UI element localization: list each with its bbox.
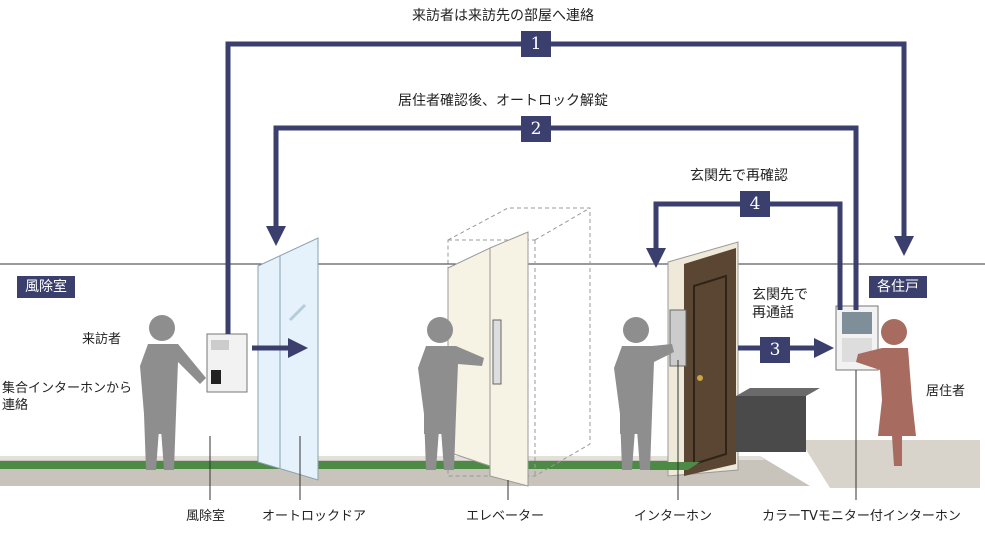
visitor-label: 来訪者 bbox=[82, 332, 122, 347]
elevator-button-panel bbox=[492, 319, 502, 385]
step-3-badge: 3 bbox=[760, 337, 790, 363]
residence-tag: 各住戸 bbox=[869, 276, 927, 298]
tv-interphone-screen bbox=[842, 312, 872, 334]
entrance-intercom-reader bbox=[211, 370, 221, 384]
interphone-label: インターホン bbox=[634, 509, 713, 524]
auto-lock-door-shape bbox=[257, 237, 319, 481]
step-2-badge: 2 bbox=[521, 116, 551, 142]
elevator-label: エレベーター bbox=[466, 509, 545, 524]
arrowhead-step-2 bbox=[266, 226, 286, 246]
shoe-cabinet-top bbox=[736, 388, 820, 396]
step-3-title: 玄関先で 再通話 bbox=[752, 287, 808, 321]
visitor-figure-1 bbox=[140, 315, 206, 470]
arrow-step-1 bbox=[225, 41, 907, 334]
arrowhead-step-3 bbox=[814, 338, 834, 358]
resident-figure bbox=[856, 319, 916, 466]
color-tv-interphone-label: カラーTVモニター付インターホン bbox=[762, 509, 961, 524]
floor-edge bbox=[0, 456, 765, 460]
door-interphone-shape bbox=[669, 309, 687, 367]
step-4-title: 玄関先で再確認 bbox=[690, 168, 788, 184]
arrowhead-step-1 bbox=[894, 236, 914, 256]
arrowhead-step-4 bbox=[646, 248, 666, 268]
arrowhead-intercom bbox=[288, 338, 308, 358]
visitor-figure-3 bbox=[614, 317, 674, 470]
residence-door bbox=[684, 248, 736, 476]
step-1-title: 来訪者は来訪先の部屋へ連絡 bbox=[412, 8, 594, 24]
arrow-heads bbox=[266, 226, 914, 358]
door-inset bbox=[693, 274, 727, 466]
windbreak-room-tag: 風除室 bbox=[17, 276, 75, 298]
floor-green-strip bbox=[0, 461, 700, 469]
door-handle bbox=[697, 375, 703, 381]
visitor-figure-2 bbox=[418, 317, 484, 470]
entrance-intercom-screen bbox=[211, 340, 229, 350]
elevator-door-right bbox=[489, 231, 529, 487]
windbreak-room-label: 風除室 bbox=[186, 509, 226, 524]
intercom-contact-label: 集合インターホンから 連絡 bbox=[2, 381, 133, 413]
auto-lock-door-label: オートロックドア bbox=[262, 509, 367, 524]
shoe-cabinet bbox=[736, 396, 806, 452]
step-2-title: 居住者確認後、オートロック解錠 bbox=[398, 93, 608, 109]
step-4-badge: 4 bbox=[740, 191, 770, 217]
glass-glint bbox=[288, 303, 307, 322]
floor-right bbox=[800, 440, 980, 488]
step-1-badge: 1 bbox=[521, 31, 551, 57]
resident-label: 居住者 bbox=[926, 384, 966, 399]
doormat bbox=[642, 462, 700, 470]
arrow-step-2 bbox=[273, 125, 859, 310]
